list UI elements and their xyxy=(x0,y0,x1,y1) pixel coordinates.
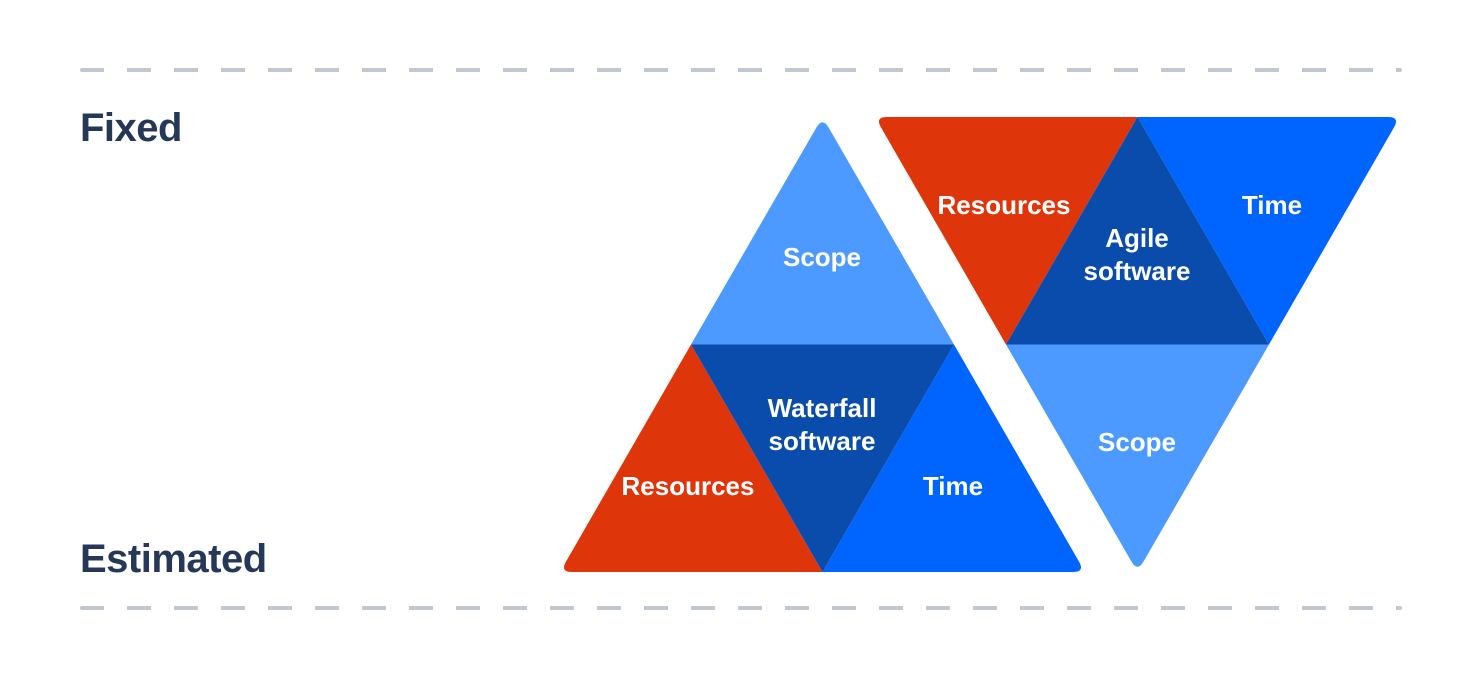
agile-time-label: Time xyxy=(1242,190,1302,220)
fixed-label: Fixed xyxy=(80,106,182,150)
fixed-dashed-line xyxy=(80,68,1402,72)
waterfall-resources-label: Resources xyxy=(622,471,755,501)
agile-scope-label: Scope xyxy=(1098,427,1176,457)
triangle-shapes xyxy=(563,117,1397,572)
agile-time-triangle xyxy=(1137,117,1397,345)
estimated-dashed-line xyxy=(80,606,1402,610)
waterfall-time-label: Time xyxy=(923,471,983,501)
waterfall-resources-triangle xyxy=(563,344,823,572)
waterfall-scope-label: Scope xyxy=(783,242,861,272)
agile-resources-triangle xyxy=(878,117,1138,345)
waterfall-name-line2: software xyxy=(769,426,876,456)
waterfall-time-triangle xyxy=(822,344,1082,572)
estimated-label: Estimated xyxy=(80,537,267,581)
agile-name-line2: software xyxy=(1084,256,1191,286)
agile-name-line1: Agile xyxy=(1105,223,1169,253)
waterfall-name-line1: Waterfall xyxy=(768,393,877,423)
agile-scope-triangle xyxy=(1006,344,1269,567)
waterfall-scope-triangle xyxy=(691,122,954,345)
waterfall-center-triangle xyxy=(691,344,954,572)
agile-resources-label: Resources xyxy=(938,190,1071,220)
agile-center-triangle xyxy=(1006,117,1269,345)
triangle-labels: Scope Waterfall software Resources Time … xyxy=(622,190,1303,501)
